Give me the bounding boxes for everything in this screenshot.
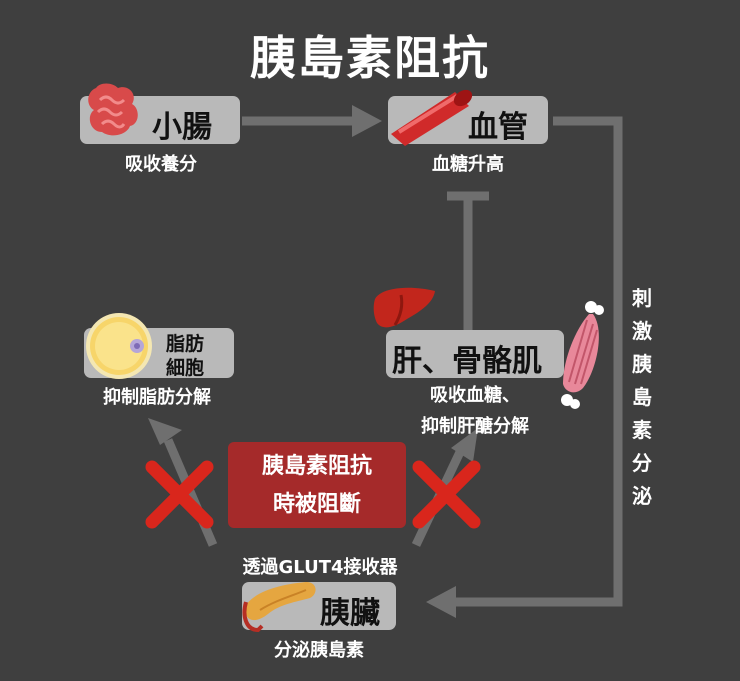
pancreas-caption: 分泌胰島素 (274, 640, 364, 661)
fat-cell-icon (86, 313, 152, 379)
blocked-line-1: 胰島素阻抗 (261, 454, 372, 479)
blocked-box: 胰島素阻抗 時被阻斷 (228, 442, 406, 528)
fat-cell-label-2: 細胞 (166, 357, 205, 379)
intestine-caption: 吸收養分 (125, 154, 197, 175)
intestine-icon (88, 83, 138, 136)
fat-cell-label-1: 脂肪 (166, 333, 205, 355)
stimulate-insulin-label: 刺 激 胰 島 素 分 泌 (624, 282, 660, 513)
glut4-label: 透過GLUT4接收器 (242, 557, 398, 578)
liver-icon (373, 287, 435, 328)
vertical-char: 激 (632, 319, 652, 343)
blood-vessel-icon (391, 89, 473, 146)
blocked-cross-left-icon (145, 460, 214, 529)
muscle-icon (561, 301, 604, 409)
arrow-vessel-to-pancreas (426, 116, 623, 618)
intestine-label: 小腸 (152, 110, 212, 145)
inhibition-liver-to-vessel (447, 191, 489, 336)
liver-muscle-label: 肝、骨骼肌 (392, 344, 542, 379)
arrow-intestine-to-vessel (242, 105, 382, 137)
liver-muscle-caption-1: 吸收血糖、 (430, 385, 520, 406)
liver-muscle-caption-2: 抑制肝醣分解 (421, 416, 529, 437)
vertical-char: 分 (632, 451, 652, 475)
pancreas-label: 胰臟 (320, 596, 380, 631)
page-title: 胰島素阻抗 (250, 31, 490, 85)
vertical-char: 胰 (632, 352, 652, 376)
vessel-label: 血管 (468, 110, 528, 145)
vertical-char: 素 (632, 418, 652, 442)
vessel-caption: 血糖升高 (432, 154, 504, 175)
liver-muscle-node: 肝、骨骼肌 (386, 330, 564, 379)
blocked-cross-right-icon (412, 460, 481, 529)
fat-cell-caption: 抑制脂肪分解 (103, 387, 211, 408)
vertical-char: 泌 (632, 484, 652, 508)
vertical-char: 島 (632, 385, 652, 409)
pancreas-icon (242, 582, 316, 633)
blocked-line-2: 時被阻斷 (272, 492, 361, 517)
vertical-char: 刺 (632, 286, 652, 310)
